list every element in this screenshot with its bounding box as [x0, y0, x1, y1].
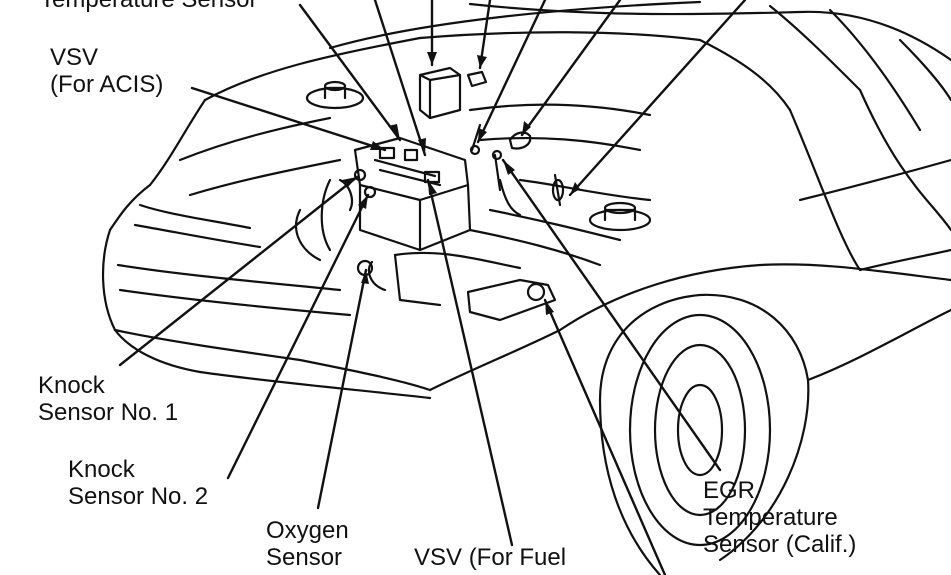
vsv-acis-line1: VSV [50, 44, 99, 71]
knock-sensor-1-line2: Sensor No. 1 [38, 399, 179, 426]
egr-sensor-line3: Sensor (Calif.) [703, 531, 857, 558]
knock-sensor-2-line2: Sensor No. 2 [68, 483, 209, 510]
egr-sensor-line2: Temperature [703, 504, 838, 531]
knock-sensor-1-line1: Knock [38, 372, 105, 399]
vsv-acis-label: VSV (For ACIS) [50, 44, 163, 98]
car-body-outline [101, 0, 951, 575]
knock-sensor-2-label: Knock Sensor No. 2 [68, 456, 208, 510]
vsv-acis-line2: (For ACIS) [50, 71, 164, 98]
oxygen-sensor-label: Oxygen Sensor [266, 517, 349, 571]
vsv-fuel-label: VSV (For Fuel [414, 544, 566, 571]
knock-sensor-2-line1: Knock [68, 456, 135, 483]
leader-lines [118, 0, 747, 575]
vsv-fuel-text: VSV (For Fuel [414, 544, 567, 571]
arrowheads [342, 52, 580, 315]
oxygen-sensor-line1: Oxygen [266, 517, 349, 544]
oxygen-sensor-line2: Sensor [266, 544, 343, 571]
egr-sensor-line1: EGR [703, 477, 756, 504]
temperature-sensor-label: Temperature Sensor [40, 0, 257, 13]
knock-sensor-1-label: Knock Sensor No. 1 [38, 372, 178, 426]
temperature-sensor-text: Temperature Sensor [40, 0, 257, 13]
egr-sensor-label: EGR Temperature Sensor (Calif.) [703, 477, 856, 558]
